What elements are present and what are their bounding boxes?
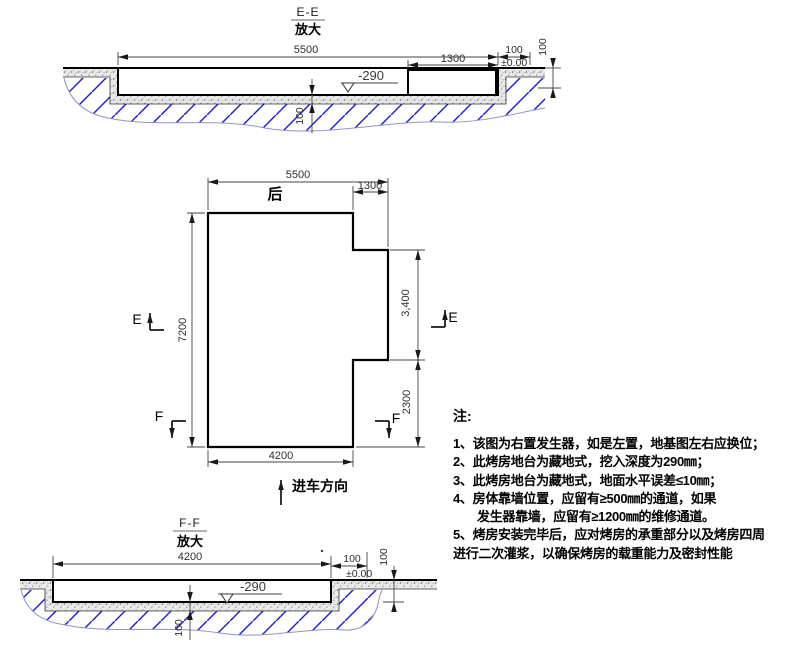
notes-title: 注: xyxy=(453,408,472,424)
note-line-4: 4、房体靠墙位置，应留有≥500㎜的通道，如果 xyxy=(453,490,717,506)
note-line-3: 3、此烤房地台为藏地式，地面水平误差≤10㎜； xyxy=(453,472,722,488)
ff-earth-hatch xyxy=(21,590,382,636)
section-ff: F-F 放大 4200 10 xyxy=(20,516,437,640)
plan-dim-lower: 2300 xyxy=(401,390,413,414)
ff-earth-boundary xyxy=(20,589,383,636)
plan-section-markers: E E F F xyxy=(132,309,458,438)
ee-generator-niche-box xyxy=(407,69,497,96)
ff-dimensions: 4200 100 ±0.00 100 -290 100 xyxy=(53,548,397,640)
ff-pit-outline xyxy=(52,580,332,603)
plan-entry-direction: 进车方向 xyxy=(278,478,348,505)
note-line-2: 2、此烤房地台为藏地式，挖入深度为290㎜； xyxy=(453,454,710,470)
section-marker-e-left-label: E xyxy=(132,311,141,327)
ee-dim-width: 5500 xyxy=(294,44,318,56)
ff-dim-edge-depth: 100 xyxy=(378,548,390,566)
plan-dim-niche-height: 3,400 xyxy=(400,289,412,317)
section-ee-subtitle: 放大 xyxy=(294,22,321,37)
section-marker-e-right-label: E xyxy=(448,309,457,325)
note-line-5: 5、烤房安装完毕后，应对烤房的承重部分以及烤房四周 xyxy=(453,527,765,543)
plan-dim-top: 5500 xyxy=(286,169,310,181)
section-ff-subtitle: 放大 xyxy=(176,534,203,549)
ee-elevation-value: -290 xyxy=(358,68,384,83)
ff-dim-width: 4200 xyxy=(178,551,202,563)
ee-concrete-lining xyxy=(63,69,545,105)
ee-dim-niche: 1300 xyxy=(441,53,465,65)
section-ee: E-E 放大 5500 xyxy=(63,5,561,133)
plan-dim-niche: 1300 xyxy=(358,180,382,192)
notes-block: 注: 1、该图为右置发生器，如是左置，地基图左右应换位； 2、此烤房地台为藏地式… xyxy=(453,407,800,563)
ff-dim-edge: 100 xyxy=(343,553,361,565)
plan-outline xyxy=(206,211,390,449)
ff-elevation-symbol xyxy=(220,593,234,604)
plan-dim-bottom: 4200 xyxy=(269,450,293,462)
plan-label-rear: 后 xyxy=(267,186,282,203)
ff-level-label: ±0.00 xyxy=(346,568,372,580)
section-ff-title: F-F xyxy=(179,516,201,530)
ff-elevation-value: -290 xyxy=(240,579,266,594)
ee-level-label: ±0.00 xyxy=(501,57,527,69)
ee-elevation-symbol xyxy=(341,82,355,93)
ee-dimensions: 5500 1300 100 ±0.00 100 -290 100 xyxy=(118,38,556,133)
section-marker-f-left-label: F xyxy=(155,408,164,424)
ff-dim-slab: 100 xyxy=(173,619,185,637)
stray-dot xyxy=(320,549,324,553)
plan-dim-left: 7200 xyxy=(177,318,189,342)
foundation-plan: 后 5500 1300 7200 3,400 2300 xyxy=(132,169,458,505)
section-marker-f-right-label: F xyxy=(392,410,401,426)
ee-dim-edge: 100 xyxy=(505,44,523,56)
note-line-1: 1、该图为右置发生器，如是左置，地基图左右应换位； xyxy=(453,436,765,451)
ee-dim-edge-depth: 100 xyxy=(537,38,549,56)
note-line-5-cont: 进行二次灌浆，以确保烤房的载重能力及密封性能 xyxy=(453,545,733,561)
ee-earth-boundary xyxy=(63,77,546,132)
section-ee-title: E-E xyxy=(296,5,319,19)
ee-earth-hatch xyxy=(64,78,545,132)
note-line-4-cont: 发生器靠墙，应留有≥1200㎜的维修通道。 xyxy=(477,509,715,525)
plan-label-entry: 进车方向 xyxy=(292,478,348,494)
plan-dimensions: 5500 1300 7200 3,400 2300 4200 xyxy=(177,169,421,465)
ee-pit-outline xyxy=(117,68,499,96)
ee-dim-slab: 100 xyxy=(294,107,306,125)
